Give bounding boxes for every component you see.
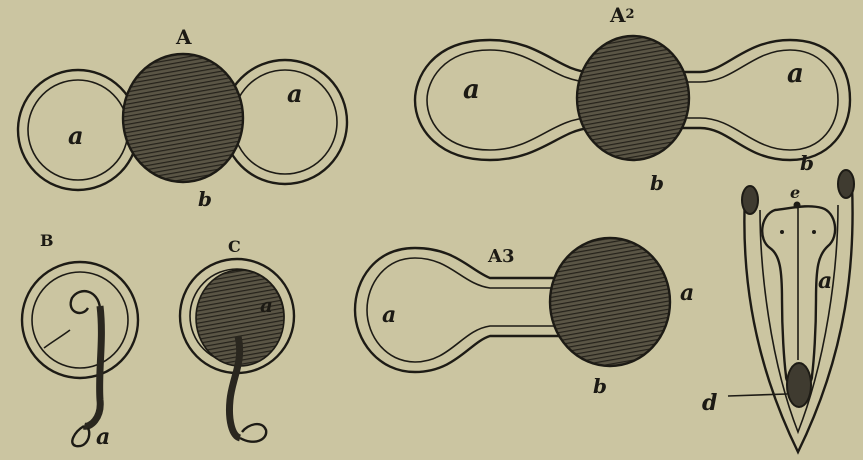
label-a-left: a [68, 121, 84, 150]
label-embryo-a: a [818, 268, 832, 294]
label-b: a [96, 424, 110, 450]
nucleus-a [123, 54, 243, 182]
figure-c: C a [180, 237, 294, 442]
caption-b: B [40, 231, 54, 250]
caption-a: A [175, 25, 192, 49]
label-a3-b: b [593, 374, 607, 398]
label-embryo-e: e [790, 183, 800, 202]
figure-a3: A3 a a b [355, 238, 694, 398]
label-b-a: b [198, 187, 212, 211]
label-a2-left: a [463, 75, 480, 105]
label-a3-left: a [382, 302, 396, 328]
label-embryo-d: d [702, 390, 717, 416]
nucleus-a3 [550, 238, 670, 366]
label-a2-right: a [787, 59, 804, 89]
caption-a3: A3 [487, 246, 515, 267]
label-a2-b2: b [800, 151, 814, 175]
label-a3-right: a [680, 280, 694, 306]
label-a2-b1: b [650, 171, 664, 195]
label-c: a [260, 293, 273, 317]
nucleus-a2 [577, 36, 689, 160]
figure-b: B a [22, 231, 138, 450]
figure-a: A a a b [18, 25, 347, 211]
caption-a2: A2 [609, 3, 635, 27]
caption-c: C [228, 237, 241, 256]
figure-a2: A2 a a b b [415, 3, 850, 195]
label-a-right: a [287, 79, 303, 108]
figure-embryo: e a d [702, 170, 854, 452]
